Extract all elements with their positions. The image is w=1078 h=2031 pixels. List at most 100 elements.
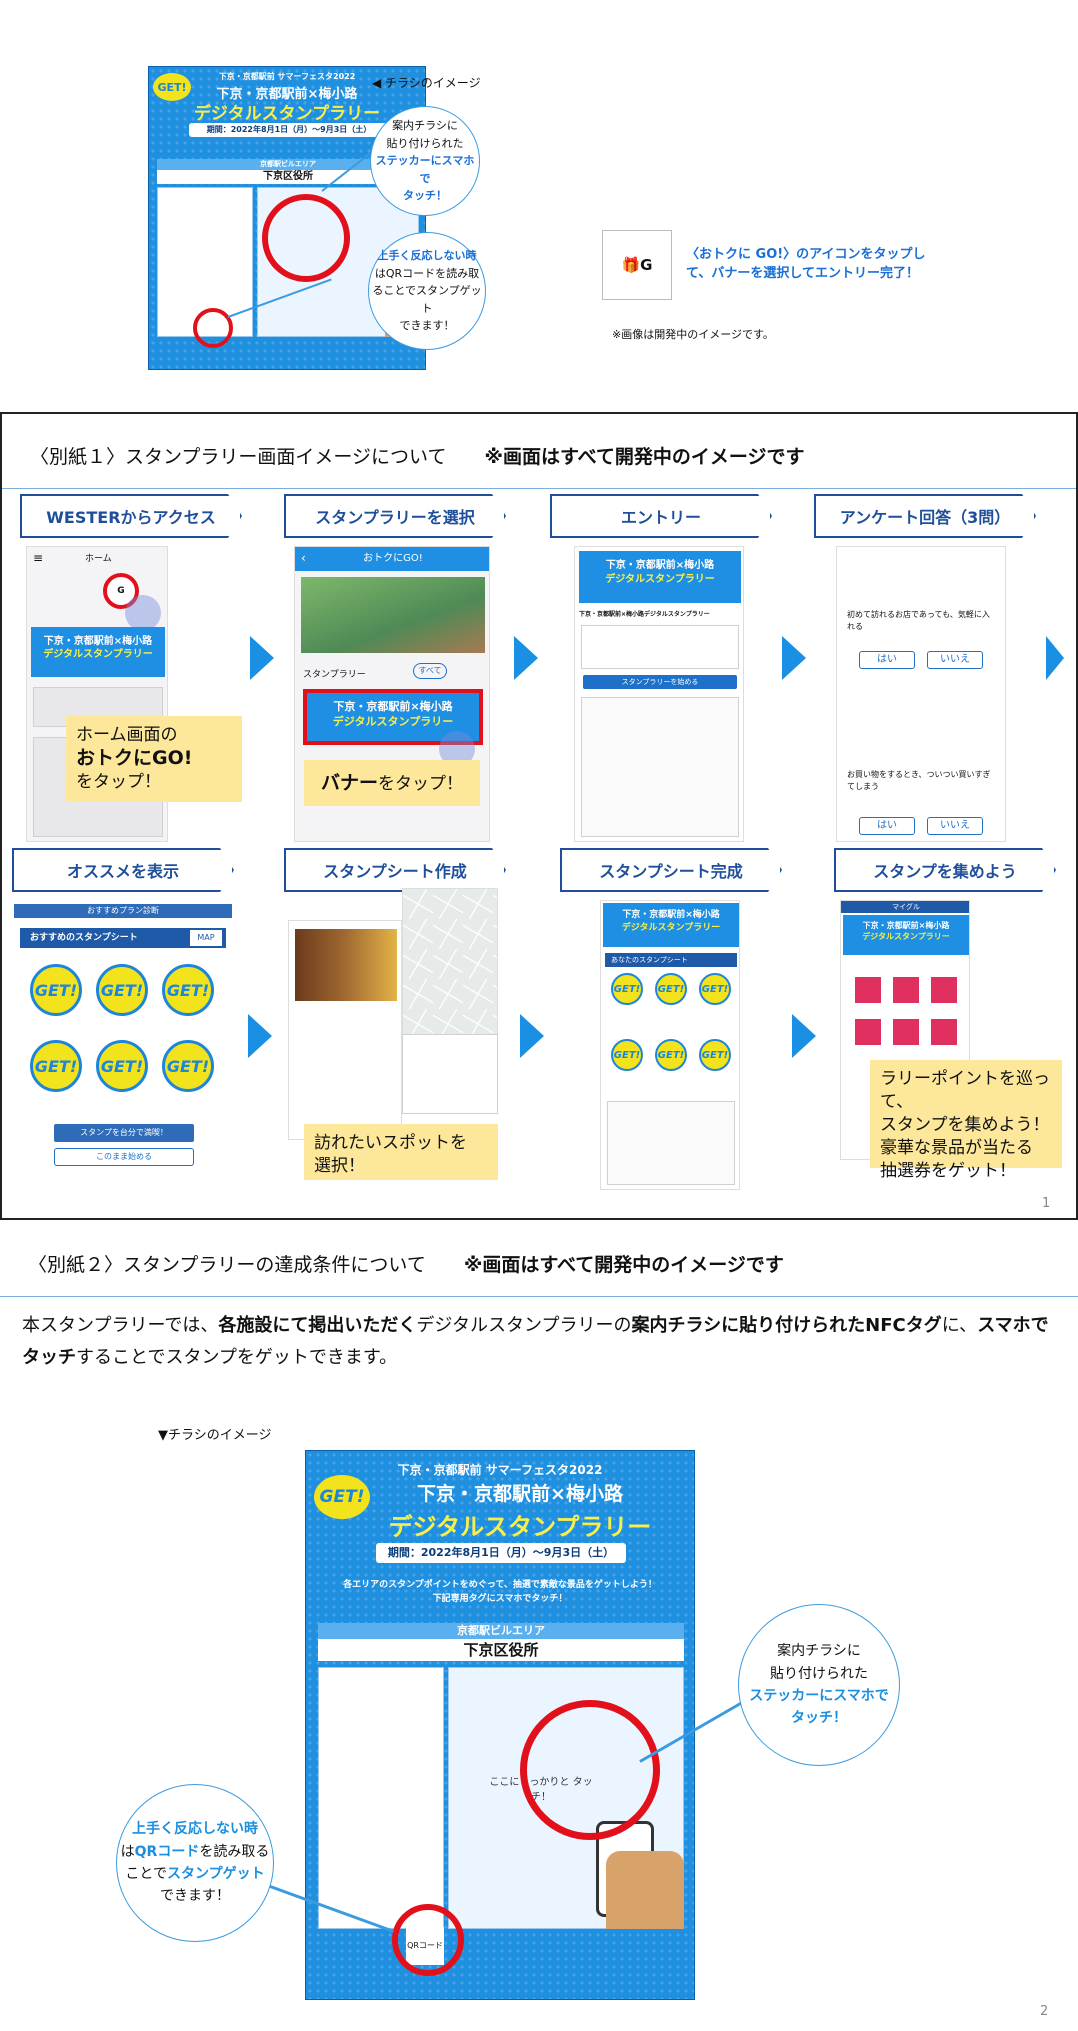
flyer2-sub2: 下記専用タグにスマホでタッチ！ — [432, 1594, 568, 1604]
q1-no-button[interactable]: いいえ — [927, 651, 983, 669]
screen-sheet-done: 下京・京都駅前×梅小路 デジタルスタンプラリー あなたのスタンプシート GET!… — [600, 900, 740, 1190]
stamp-3: GET! — [162, 964, 214, 1016]
sheet1-frame: 〈別紙１〉スタンプラリー画面イメージについて※画面はすべて開発中のイメージです … — [0, 412, 1078, 1220]
sheet2-qr-circle — [392, 1904, 464, 1976]
flyer-place: 下京区役所 — [157, 170, 419, 184]
done-stamp-3: GET! — [699, 973, 731, 1005]
collect-banner: 下京・京都駅前×梅小路 デジタルスタンプラリー — [843, 915, 969, 955]
entry-title: 下京・京都駅前×梅小路デジタルスタンプラリー — [579, 611, 710, 618]
tap-indicator — [125, 595, 161, 631]
sheet2-rule — [0, 1296, 1078, 1297]
sheet2-title: 〈別紙２〉スタンプラリーの達成条件について※画面はすべて開発中のイメージです — [28, 1254, 784, 1276]
sheet1-title-rule — [2, 488, 1076, 489]
collect-stamp-1 — [855, 977, 881, 1003]
step-entry: エントリー — [550, 494, 772, 538]
note-home: ホーム画面の おトクにGO! をタップ！ — [66, 716, 242, 802]
done-stamp-6: GET! — [699, 1039, 731, 1071]
arrow-3 — [782, 636, 806, 680]
flyer2-kicker: 下京・京都駅前 サマーフェスタ2022 — [397, 1463, 603, 1477]
page-number-2: 2 — [1040, 2004, 1049, 2019]
menu-icon: ≡ — [33, 551, 44, 565]
done-stamp-5: GET! — [655, 1039, 687, 1071]
flyer-title-1: 下京・京都駅前×梅小路 — [216, 87, 358, 102]
spot-category-grid — [402, 1034, 498, 1114]
step-create-sheet: スタンプシート作成 — [284, 848, 506, 892]
stamprally-label: スタンプラリー — [303, 670, 366, 680]
stamp-5: GET! — [96, 1040, 148, 1092]
flyer-period: 期間：2022年8月1日（月）～9月3日（土） — [189, 123, 389, 137]
screen-recommend: おすすめプラン診断 おすすめのスタンプシート MAP GET! GET! GET… — [14, 904, 232, 1194]
otoku-go-icon-home: G — [103, 573, 139, 609]
stamp-1: GET! — [30, 964, 82, 1016]
otoku-header: おトクにGO! — [295, 547, 489, 571]
step-select: スタンプラリーを選択 — [284, 494, 506, 538]
entry-banner: 下京・京都駅前×梅小路 デジタルスタンプラリー — [579, 551, 741, 603]
flyer-area: 京都駅ビルエリア — [157, 159, 419, 170]
spot-photo — [295, 929, 397, 1001]
sheet2-bubble-qr: 上手く反応しない時 はQRコードを読み取る ことでスタンプゲット できます！ — [116, 1784, 274, 1942]
arrow-5 — [248, 1014, 272, 1058]
flyer2-title-2: デジタルスタンプラリー — [388, 1513, 652, 1541]
collect-stamp-6 — [931, 1019, 957, 1045]
reco-button-1[interactable]: スタンプを台分で満喫！ — [54, 1124, 194, 1142]
stamp-6: GET! — [162, 1040, 214, 1092]
arrow-4 — [1046, 636, 1064, 680]
reco-button-2[interactable]: このまま始める — [54, 1148, 194, 1166]
mypage-header: マイグル — [841, 901, 969, 913]
flyer2-hand — [606, 1851, 684, 1929]
arrow-7 — [792, 1014, 816, 1058]
top-qr-circle — [193, 308, 233, 348]
stamp-2: GET! — [96, 964, 148, 1016]
flyer2-sub: 各エリアのスタンプポイントをめぐって、抽選で素敵な景品をゲットしよう！ — [343, 1580, 657, 1590]
otoku-hero — [301, 577, 485, 653]
note-banner: バナーをタップ！ — [304, 760, 480, 806]
flyer2-title-1: 下京・京都駅前×梅小路 — [417, 1483, 623, 1505]
screen-entry: 下京・京都駅前×梅小路 デジタルスタンプラリー 下京・京都駅前×梅小路デジタルス… — [574, 546, 744, 842]
get-badge: GET! — [153, 73, 191, 101]
arrow-6 — [520, 1014, 544, 1058]
top-touch-circle — [262, 194, 350, 282]
step-recommend: オススメを表示 — [12, 848, 234, 892]
collect-stamp-4 — [855, 1019, 881, 1045]
gift-icon: 🎁G — [621, 256, 653, 274]
page-number-1: 1 — [1042, 1196, 1051, 1211]
flyer2-info-panel — [318, 1667, 444, 1929]
sheet1-title: 〈別紙１〉スタンプラリー画面イメージについて※画面はすべて開発中のイメージです — [30, 446, 805, 468]
entry-start-button[interactable]: スタンプラリーを始める — [583, 675, 737, 689]
q1-yes-button[interactable]: はい — [859, 651, 915, 669]
arrow-2 — [514, 636, 538, 680]
collect-stamp-2 — [893, 977, 919, 1003]
entry-info — [581, 697, 739, 837]
sheet2-flyer-caption: ▼チラシのイメージ — [158, 1428, 272, 1443]
done-sheet-bar: あなたのスタンプシート — [605, 953, 737, 967]
done-banner: 下京・京都駅前×梅小路 デジタルスタンプラリー — [603, 903, 739, 947]
sheet2-bubble-touch: 案内チラシに 貼り付けられた ステッカーにスマホで タッチ！ — [738, 1604, 900, 1766]
dev-note: ※画像は開発中のイメージです。 — [612, 328, 774, 341]
top-bubble-qr: 上手く反応しない時 はQRコードを読み取 ることでスタンプゲット できます！ — [368, 232, 486, 350]
otoku-go-icon: 🎁G — [602, 230, 672, 300]
step-wester: WESTERからアクセス — [20, 494, 242, 538]
arrow-1 — [250, 636, 274, 680]
stamp-4: GET! — [30, 1040, 82, 1092]
filter-all: すべて — [413, 663, 447, 679]
top-bubble-touch: 案内チラシに 貼り付けられた ステッカーにスマホで タッチ！ — [370, 106, 480, 216]
reco-map-button[interactable]: MAP — [190, 930, 222, 946]
q2-text: お買い物をするとき、ついつい買いすぎてしまう — [847, 770, 991, 791]
screen-survey: 初めて訪れるお店であっても、気軽に入れる はい いいえ お買い物をするとき、つい… — [836, 546, 1006, 842]
sheet2-touch-circle — [520, 1700, 660, 1840]
q1-text: 初めて訪れるお店であっても、気軽に入れる — [847, 610, 990, 631]
done-stamp-4: GET! — [611, 1039, 643, 1071]
step-survey: アンケート回答（3問） — [814, 494, 1036, 538]
done-stamp-2: GET! — [655, 973, 687, 1005]
q2-no-button[interactable]: いいえ — [927, 817, 983, 835]
entry-desc — [581, 625, 739, 669]
step-collect: スタンプを集めよう — [834, 848, 1056, 892]
top-section: GET! 下京・京都駅前 サマーフェスタ2022 下京・京都駅前×梅小路 デジタ… — [0, 0, 1078, 412]
flyer2-area: 京都駅ビルエリア — [318, 1623, 684, 1639]
q2-yes-button[interactable]: はい — [859, 817, 915, 835]
done-info — [607, 1101, 735, 1185]
home-banner: 下京・京都駅前×梅小路 デジタルスタンプラリー — [31, 627, 165, 677]
flyer2-period: 期間：2022年8月1日（月）～9月3日（土） — [376, 1543, 626, 1563]
flyer-title-2: デジタルスタンプラリー — [193, 104, 381, 124]
reco-title-bar: おすすめのスタンプシート — [20, 928, 226, 948]
